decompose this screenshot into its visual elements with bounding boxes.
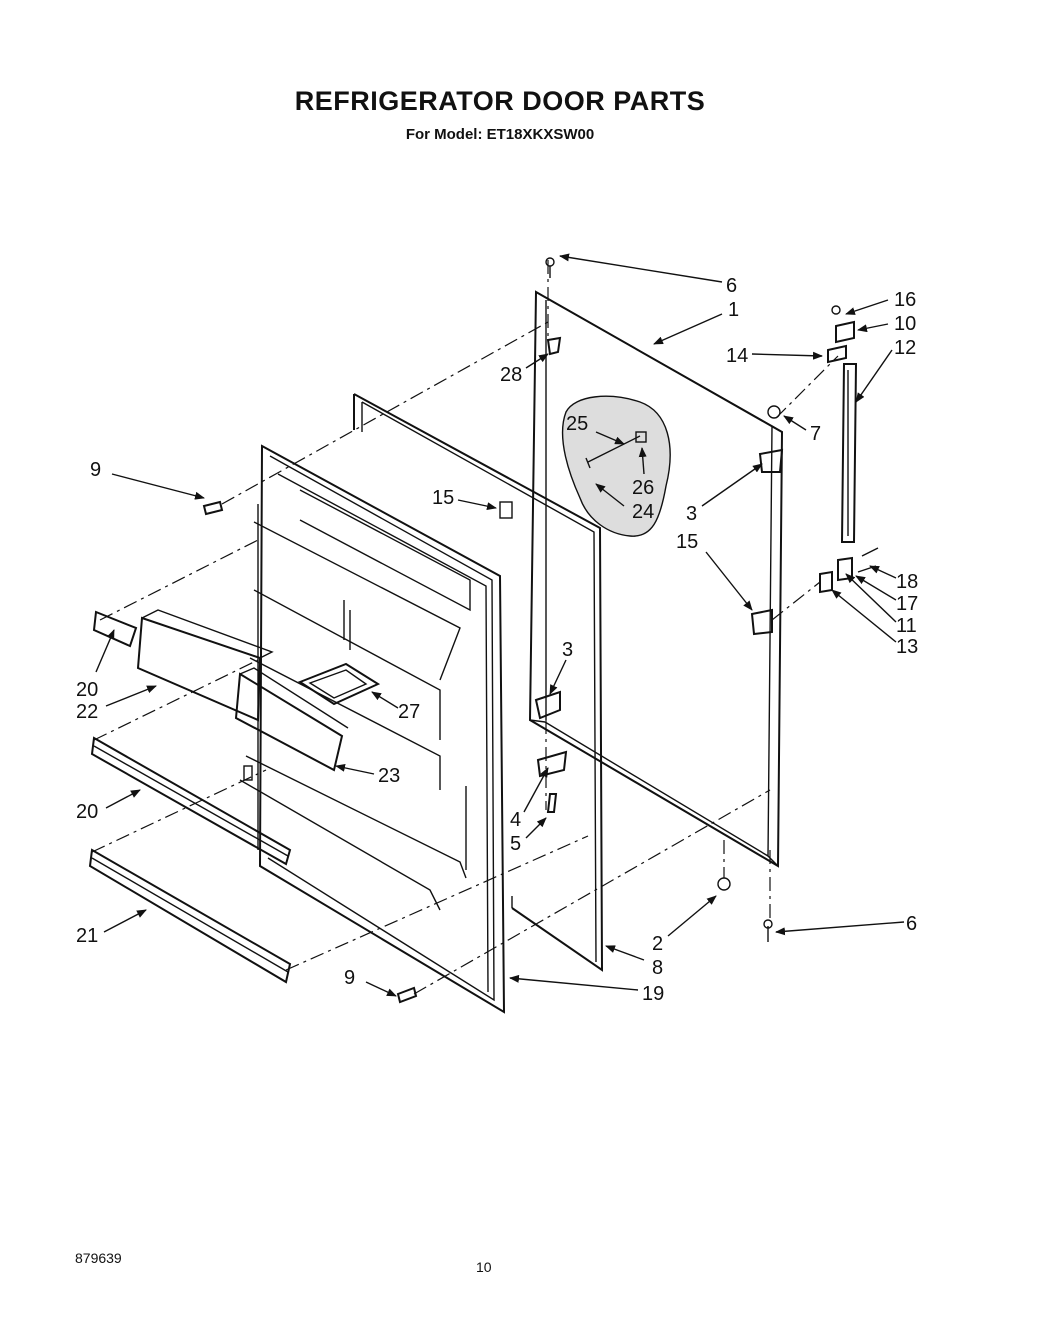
callout-3-right: 3 <box>686 503 697 525</box>
callout-16: 16 <box>894 289 916 311</box>
callout-7: 7 <box>810 423 821 445</box>
screw-9-upper <box>202 500 224 516</box>
alignment-lines <box>91 260 839 995</box>
callout-15-left: 15 <box>432 487 454 509</box>
shelf-front-22 <box>136 609 274 722</box>
callout-18: 18 <box>896 571 918 593</box>
page-number: 10 <box>476 1259 492 1275</box>
shelf-front-23 <box>234 667 349 772</box>
page-title: REFRIGERATOR DOOR PARTS <box>294 86 706 116</box>
callout-13: 13 <box>896 636 918 658</box>
callout-3-center: 3 <box>562 639 573 661</box>
callout-9-top: 9 <box>90 459 101 481</box>
callout-24: 24 <box>632 501 654 523</box>
callout-12: 12 <box>894 337 916 359</box>
callout-20-lower: 20 <box>76 801 98 823</box>
callout-28: 28 <box>500 364 522 386</box>
door-gasket <box>353 393 604 972</box>
callout-2: 2 <box>652 933 663 955</box>
callout-19: 19 <box>642 983 664 1005</box>
insulation-cutaway <box>561 395 671 537</box>
callout-5: 5 <box>510 833 521 855</box>
inner-door-liner <box>239 444 506 1014</box>
callout-20-upper: 20 <box>76 679 98 701</box>
callout-21: 21 <box>76 925 98 947</box>
callout-17: 17 <box>896 593 918 615</box>
callout-27: 27 <box>398 701 420 723</box>
callout-8: 8 <box>652 957 663 979</box>
shelf-retainer-20-lower <box>90 736 292 866</box>
hinge-assembly <box>499 257 568 813</box>
model-subtitle: For Model: ET18XKXSW00 <box>405 126 595 143</box>
callout-10: 10 <box>894 313 916 335</box>
callout-23: 23 <box>378 765 400 787</box>
shelf-retainer-20-upper <box>92 610 138 648</box>
callout-9-bottom: 9 <box>344 967 355 989</box>
shelf-bar-21 <box>88 848 292 984</box>
callout-26: 26 <box>632 477 654 499</box>
callout-15-right: 15 <box>676 531 698 553</box>
callout-14: 14 <box>726 345 748 367</box>
callout-1: 1 <box>728 299 739 321</box>
leader-lines <box>95 253 905 997</box>
outer-door-panel <box>528 290 784 868</box>
callout-25: 25 <box>566 413 588 435</box>
document-number: 879639 <box>75 1250 122 1266</box>
callout-4: 4 <box>510 809 521 831</box>
callout-6-bottom: 6 <box>906 913 917 935</box>
screw-9-lower <box>396 986 418 1004</box>
butter-door <box>297 662 381 706</box>
callout-22: 22 <box>76 701 98 723</box>
callout-11: 11 <box>896 615 917 637</box>
callout-6-top: 6 <box>726 275 737 297</box>
handle-trim <box>717 305 879 942</box>
